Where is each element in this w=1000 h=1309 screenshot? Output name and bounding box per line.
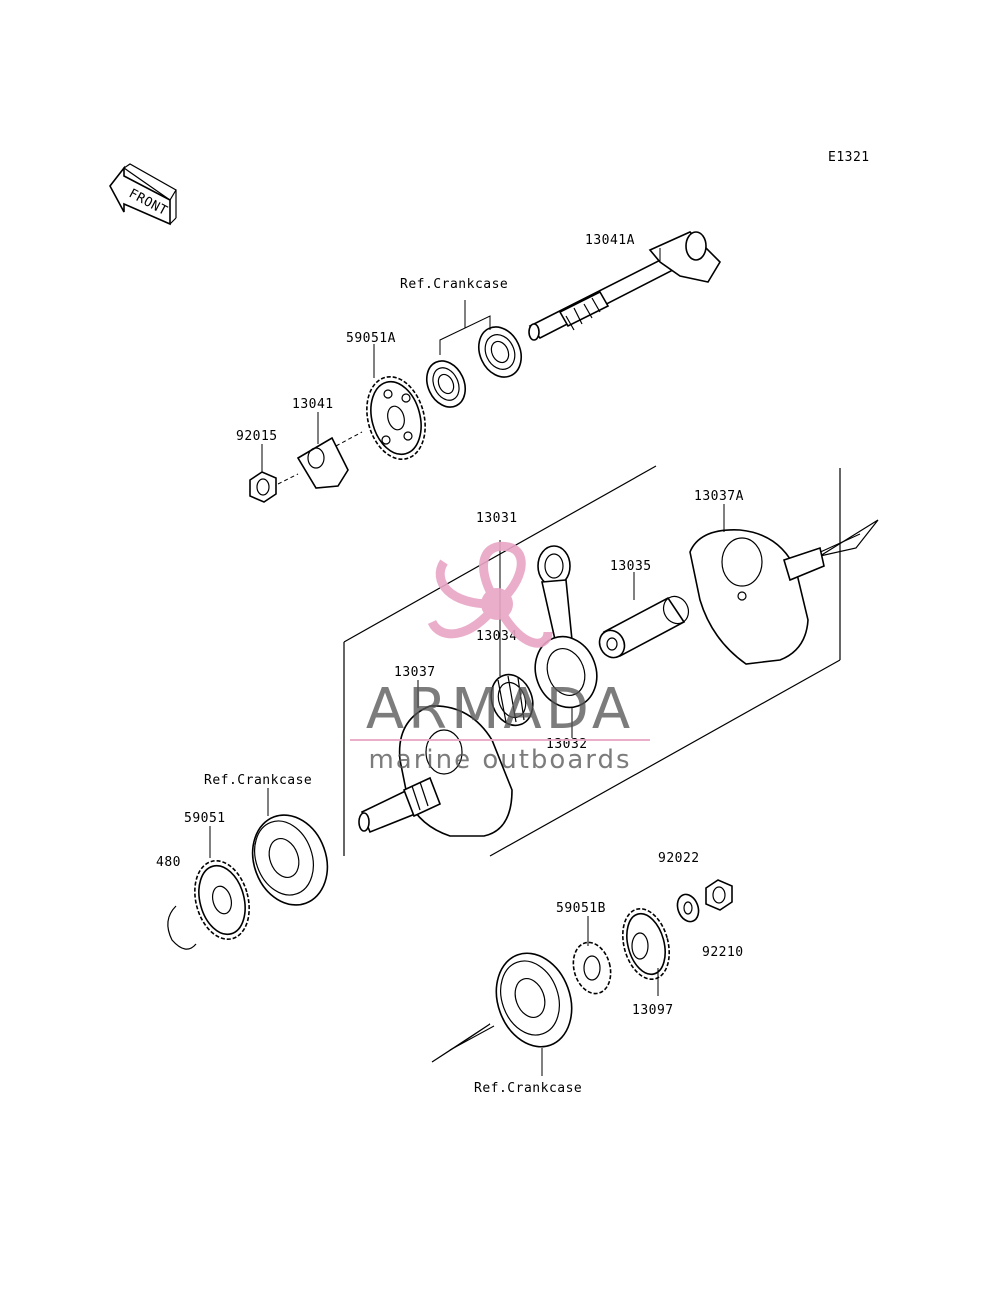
label-ref-crankcase-bottom: Ref.Crankcase: [474, 1081, 582, 1096]
nut-92015: [249, 471, 299, 503]
front-arrow-icon: FRONT: [109, 163, 177, 226]
label-13041A: 13041A: [585, 233, 635, 248]
label-13041: 13041: [292, 397, 334, 412]
label-13037A: 13037A: [694, 489, 744, 504]
label-ref-crankcase-left: Ref.Crankcase: [204, 773, 312, 788]
gear-59051B: [572, 941, 612, 995]
label-ref-crankcase-top: Ref.Crankcase: [400, 277, 508, 292]
nut-92210: [705, 879, 733, 911]
bearing-top-right: [478, 326, 522, 378]
propeller-hub-icon: [481, 588, 513, 620]
label-59051: 59051: [184, 811, 226, 826]
label-13035: 13035: [610, 559, 652, 574]
gear-59051A: [366, 375, 426, 461]
label-13097: 13097: [632, 1003, 674, 1018]
label-59051B: 59051B: [556, 901, 606, 916]
watermark-tagline: marine outboards: [368, 745, 631, 775]
balancer-weight-13041: [296, 431, 363, 489]
bearing-top-left: [425, 360, 467, 408]
bearing-bottom-crankcase: [495, 952, 573, 1048]
crank-half-13037A: [689, 529, 825, 665]
watermark-brand: ARMADA: [366, 677, 634, 742]
diagram-code: E1321: [828, 150, 870, 165]
label-92015: 92015: [236, 429, 278, 444]
label-480: 480: [156, 855, 181, 870]
label-13034: 13034: [476, 629, 518, 644]
crankpin-13035: [598, 595, 690, 659]
crank-half-13037: [358, 705, 513, 837]
connecting-rod-13032: [534, 545, 598, 709]
watermark-logo: ARMADA marine outboards: [350, 541, 650, 775]
bearing-left-crankcase: [251, 814, 329, 906]
label-92022: 92022: [658, 851, 700, 866]
washer-92022: [676, 893, 700, 923]
circlip-480: [167, 905, 197, 950]
needle-bearing-13034: [490, 673, 534, 727]
gear-59051: [194, 859, 250, 941]
label-13037: 13037: [394, 665, 436, 680]
balancer-shaft-13041A: [528, 231, 722, 341]
label-13031: 13031: [476, 511, 518, 526]
gear-13097: [621, 907, 671, 981]
label-92210: 92210: [702, 945, 744, 960]
label-59051A: 59051A: [346, 331, 396, 346]
